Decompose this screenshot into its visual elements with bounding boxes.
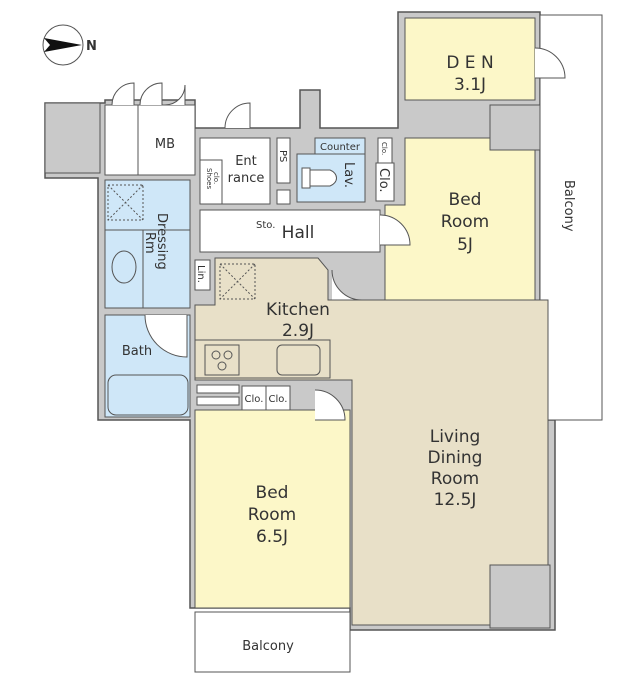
bedroom-65-line2: Room <box>248 505 296 525</box>
closet <box>265 385 291 411</box>
clo-bed-1-label: Clo. <box>245 394 264 405</box>
shoes-label-1: Shoes <box>205 168 213 189</box>
bedroom-5j-line2: Room <box>441 212 489 232</box>
entrance-door <box>224 102 251 129</box>
balcony-bottom <box>194 611 351 673</box>
vent-icon-cross <box>107 184 144 221</box>
bedroom-65-line1: Bed <box>256 483 289 503</box>
pillar <box>44 102 101 174</box>
den-label: D E N <box>446 53 493 73</box>
room-dressing <box>104 179 191 309</box>
shelf <box>196 384 240 394</box>
pillar <box>489 104 541 151</box>
dressing-line2: Rm <box>142 232 157 254</box>
ps-label: PS <box>277 150 288 162</box>
entrance-line2: rance <box>228 171 265 186</box>
pillar <box>489 564 551 629</box>
entrance-line1: Ent <box>235 154 257 169</box>
room-hall <box>199 209 381 253</box>
living-line3: Room <box>431 469 479 489</box>
clo-bed-2-label: Clo. <box>269 394 288 405</box>
clo-top-small-label: Clo. <box>380 142 388 155</box>
mb-label: MB <box>155 137 175 152</box>
ps-shaft <box>276 137 291 184</box>
hall-label: Hall <box>282 223 315 243</box>
door-swing <box>111 82 186 106</box>
stove-icon <box>204 344 240 376</box>
storage <box>276 189 291 205</box>
closet <box>241 385 267 411</box>
room-mb <box>104 104 196 176</box>
kitchen-size: 2.9J <box>282 321 314 341</box>
sink-icon <box>276 344 321 376</box>
lin-label: Lin. <box>195 265 206 283</box>
compass-north-label: N <box>86 39 97 54</box>
room-den <box>404 17 536 101</box>
toilet-icon <box>301 167 337 189</box>
compass-icon <box>42 24 84 66</box>
dressing-line1: Dressing <box>154 213 169 270</box>
shelf <box>196 396 240 406</box>
balcony-right <box>539 14 603 421</box>
den-size: 3.1J <box>454 75 486 95</box>
bathtub-icon <box>107 374 189 416</box>
living-size: 12.5J <box>434 490 477 510</box>
washbasin-icon <box>111 250 137 284</box>
door-swing <box>144 314 188 358</box>
balcony-bottom-label: Balcony <box>242 639 294 654</box>
vent-icon <box>107 184 144 221</box>
vent-icon <box>219 263 256 300</box>
closet <box>375 162 395 202</box>
vent-icon-cross <box>219 263 256 300</box>
shoes-closet <box>199 159 223 205</box>
bedroom-5j-line1: Bed <box>449 190 482 210</box>
living-line1: Living <box>430 427 481 447</box>
bath-label: Bath <box>122 344 152 359</box>
room-bedroom-6-5j <box>194 409 351 609</box>
door-swing <box>331 269 363 301</box>
sto-label: Sto. <box>256 220 275 231</box>
living-line2: Dining <box>428 448 483 468</box>
counter-label: Counter <box>320 142 361 153</box>
clo-top-large-label: Clo. <box>376 168 391 193</box>
door-swing <box>534 47 566 79</box>
bedroom-5j-size: 5J <box>457 235 473 255</box>
linen-closet <box>194 259 211 291</box>
bedroom-65-size: 6.5J <box>256 527 288 547</box>
door-swing <box>379 214 411 246</box>
shoes-label-2: clo. <box>212 172 220 184</box>
lav-label: Lav. <box>341 162 356 188</box>
kitchen-label: Kitchen <box>266 300 330 320</box>
door-swing <box>314 389 346 421</box>
balcony-right-label: Balcony <box>561 180 576 232</box>
